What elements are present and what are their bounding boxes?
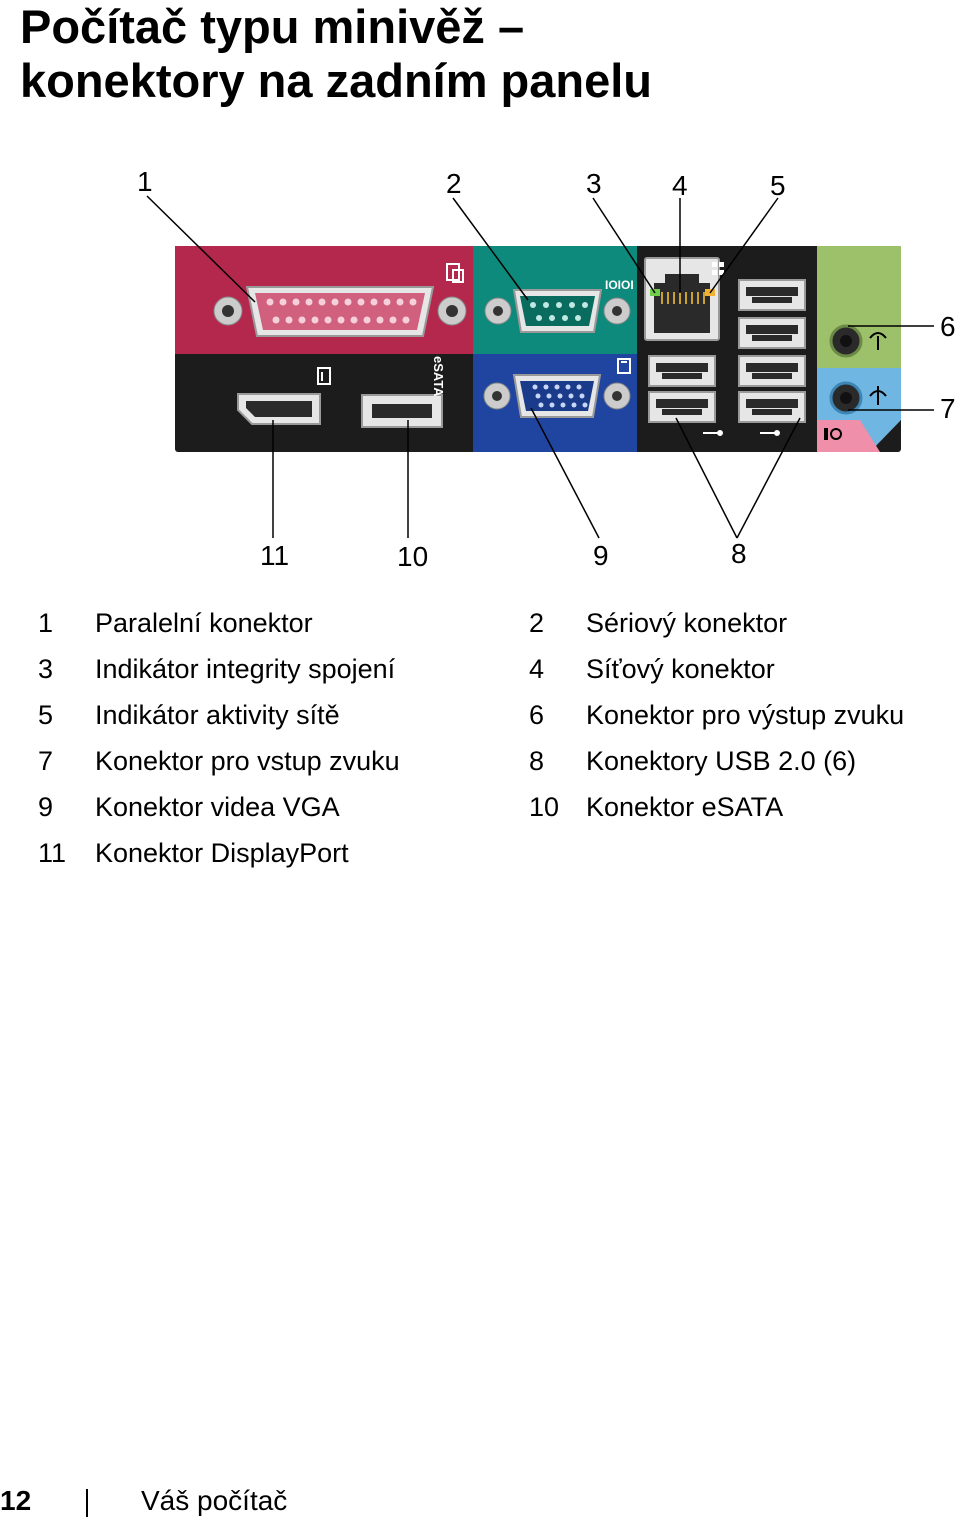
- callout-10: 10: [397, 541, 428, 572]
- usb-port: [738, 391, 806, 423]
- usb-port: [648, 355, 716, 387]
- microphone-icon: [824, 428, 842, 440]
- usb-port: [738, 317, 806, 349]
- footer-separator: [86, 1489, 88, 1517]
- usb-icon: [703, 430, 780, 436]
- legend-label: Konektor pro výstup zvuku: [586, 700, 905, 730]
- parallel-connector: [213, 286, 467, 337]
- legend-number: 7: [38, 746, 54, 776]
- legend-label: Konektory USB 2.0 (6): [586, 746, 857, 776]
- page-footer: 12 Váš počítač: [0, 1485, 960, 1525]
- legend-label: Konektor videa VGA: [95, 792, 340, 822]
- section-title: Váš počítač: [141, 1485, 288, 1516]
- displayport-icon: [317, 367, 331, 385]
- esata-connector: [361, 394, 443, 428]
- serial-connector: [484, 289, 631, 333]
- callout-3: 3: [586, 168, 602, 199]
- legend-label: Konektor pro vstup zvuku: [95, 746, 400, 776]
- legend-number: 9: [38, 792, 54, 822]
- page-number: 12: [0, 1485, 32, 1516]
- legend-row: 11 Konektor DisplayPort: [0, 838, 960, 884]
- title-line-1: Počítač typu minivěž –: [20, 0, 525, 53]
- legend-row: 5 Indikátor aktivity sítě 6 Konektor pro…: [0, 700, 960, 746]
- legend-row: 1 Paralelní konektor 2 Sériový konektor: [0, 608, 960, 654]
- legend-number: 2: [529, 608, 545, 638]
- audio-in-jack: [829, 381, 863, 415]
- usb-port: [738, 355, 806, 387]
- usb-port: [738, 279, 806, 311]
- callout-8: 8: [731, 538, 747, 569]
- legend-label: Indikátor integrity spojení: [95, 654, 396, 684]
- callout-11: 11: [260, 540, 289, 571]
- mic-section: [817, 420, 880, 452]
- network-icon: [712, 262, 724, 275]
- legend-label: Sériový konektor: [586, 608, 788, 638]
- legend-label: Paralelní konektor: [95, 608, 313, 638]
- esata-port-label: eSATA: [431, 356, 446, 397]
- callout-9: 9: [593, 540, 609, 571]
- line-in-icon: [869, 386, 887, 405]
- legend-row: 9 Konektor videa VGA 10 Konektor eSATA: [0, 792, 960, 838]
- callout-6: 6: [940, 311, 956, 342]
- callout-1: 1: [137, 166, 153, 197]
- headphone-icon: [869, 332, 887, 350]
- callout-7: 7: [940, 393, 956, 424]
- vga-connector: [483, 374, 631, 418]
- legend-label: Konektor DisplayPort: [95, 838, 349, 868]
- page-title: Počítač typu minivěž – konektory na zadn…: [20, 0, 652, 108]
- callout-5: 5: [770, 170, 786, 201]
- legend-label: Síťový konektor: [586, 654, 775, 684]
- monitor-icon: [617, 358, 631, 374]
- legend-label: Indikátor aktivity sítě: [95, 700, 340, 730]
- displayport-connector: [237, 393, 321, 425]
- callout-2: 2: [446, 168, 462, 199]
- legend-row: 7 Konektor pro vstup zvuku 8 Konektory U…: [0, 746, 960, 792]
- legend-number: 3: [38, 654, 54, 684]
- legend-number: 4: [529, 654, 545, 684]
- legend-number: 11: [38, 838, 67, 868]
- legend-number: 6: [529, 700, 545, 730]
- audio-out-jack: [829, 324, 863, 358]
- legend-row: 3 Indikátor integrity spojení 4 Síťový k…: [0, 654, 960, 700]
- printer-icon: [446, 263, 464, 283]
- legend-number: 8: [529, 746, 545, 776]
- legend-number: 5: [38, 700, 54, 730]
- title-line-2: konektory na zadním panelu: [20, 54, 653, 107]
- usb-port: [648, 391, 716, 423]
- network-connector: [644, 257, 720, 341]
- back-panel-diagram: IOIOI eSATA: [137, 166, 956, 572]
- callout-4: 4: [672, 170, 688, 201]
- leader-lines: [146, 195, 934, 539]
- legend-number: 10: [529, 792, 560, 822]
- serial-port-label: IOIOI: [605, 278, 634, 292]
- usb-connectors: [648, 279, 806, 423]
- legend-number: 1: [38, 608, 54, 638]
- legend-label: Konektor eSATA: [586, 792, 784, 822]
